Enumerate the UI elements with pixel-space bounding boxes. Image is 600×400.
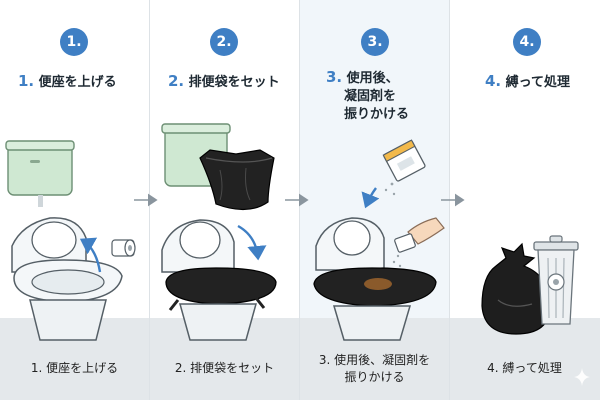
step-caption-4: 4. 縛って処理 <box>487 361 562 375</box>
coagulant-packet-icon <box>382 139 426 196</box>
step-title-text: 凝固剤を <box>344 89 397 104</box>
step-badge-4: 4. <box>513 28 541 56</box>
step-caption-2: 2. 排便袋をセット <box>174 361 275 375</box>
sparkle-icon <box>574 368 590 386</box>
step-title-text: 縛って処理 <box>505 75 571 90</box>
trash-can-icon <box>533 235 579 325</box>
step-title-text: 使用後、 <box>346 71 399 86</box>
tied-garbage-bag-icon <box>481 242 551 335</box>
step-badge-1: 1. <box>60 28 88 56</box>
up-arrow-icon <box>79 237 102 273</box>
toilet-with-waste-icon <box>313 217 437 341</box>
toilet-seat-up-icon <box>11 217 123 341</box>
step-caption-1: 1. 便座を上げる <box>30 361 119 375</box>
step-title-number: 2. <box>168 72 185 90</box>
step-badge-3: 3. <box>361 28 389 56</box>
step-title-4: 4. 縛って処理 <box>485 72 570 92</box>
hand-pouring-icon <box>392 217 445 268</box>
step-caption-line: 振りかける <box>344 370 405 384</box>
step-caption-3: 3. 使用後、凝固剤を 振りかける <box>300 352 449 386</box>
down-arrow-icon <box>237 224 267 261</box>
step-title-number: 4. <box>485 72 502 90</box>
step-title-number: 3. <box>326 68 343 86</box>
step-title-1: 1. 便座を上げる <box>18 72 117 92</box>
step-title-number: 1. <box>18 72 35 90</box>
step-badge-2: 2. <box>210 28 238 56</box>
step-caption-line: 3. 使用後、凝固剤を <box>318 353 431 367</box>
waste-bag-icon <box>199 149 275 211</box>
pour-arrow-icon <box>361 187 380 209</box>
step-title-2: 2. 排便袋をセット <box>168 72 280 92</box>
toilet-tank-icon <box>5 140 75 207</box>
step-title-text: 便座を上げる <box>38 75 117 90</box>
toilet-paper-icon <box>111 239 136 257</box>
step-title-text: 排便袋をセット <box>188 75 280 90</box>
step-title-text: 振りかける <box>344 107 410 122</box>
toilet-with-bag-icon <box>161 219 277 341</box>
step-title-3: 3. 使用後、 凝固剤を 振りかける <box>326 68 409 124</box>
